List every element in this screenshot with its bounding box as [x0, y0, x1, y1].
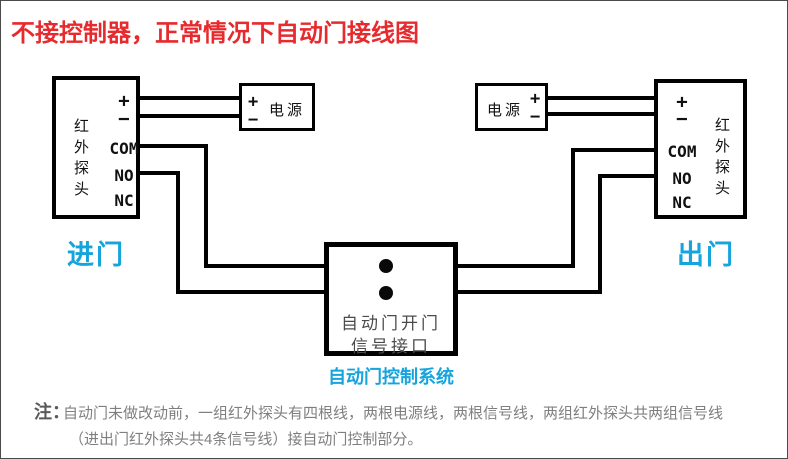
signal-terminal-dot-icon: [379, 259, 393, 273]
entry-terminal-minus: −: [118, 108, 130, 130]
wire-exit-no: [454, 174, 656, 294]
entry-door-label: 进门: [67, 240, 125, 270]
exit-power-box: 电源 + −: [475, 83, 548, 131]
note-line2: （进出门红外探头共4条信号线）接自动门控制部分。: [69, 431, 423, 448]
note-prefix: 注：: [34, 402, 70, 422]
entry-power-plus: +: [248, 92, 259, 112]
entry-sensor-label: 红外探头: [72, 118, 89, 202]
page-title: 不接控制器，正常情况下自动门接线图: [11, 20, 419, 47]
exit-door-label: 出门: [677, 240, 735, 270]
exit-sensor-label: 红外探头: [713, 117, 730, 201]
entry-power-box: + − 电源: [239, 83, 315, 131]
exit-power-label: 电源: [487, 102, 524, 119]
entry-power-label: 电源: [269, 102, 306, 119]
signal-terminal-dot-icon: [379, 286, 393, 300]
controller-box: 自动门开门 信号接口: [324, 242, 458, 356]
controller-line1: 自动门开门: [341, 314, 441, 333]
exit-terminal-minus: −: [676, 108, 688, 130]
exit-power-plus: +: [530, 89, 541, 109]
entry-terminal-no: NO: [114, 166, 134, 185]
exit-sensor-box: + − COM NO NC 红外探头: [654, 79, 747, 219]
entry-terminal-com: COM: [109, 139, 139, 158]
wire-exit-com: [454, 148, 656, 268]
entry-terminal-plus: +: [118, 90, 130, 112]
entry-sensor-box: 红外探头 + − COM NO NC: [52, 76, 140, 219]
note-line1: 自动门未做改动前，一组红外探头有四根线，两根电源线，两根信号线，两组红外探头共两…: [63, 405, 724, 422]
entry-terminal-nc: NC: [114, 191, 134, 210]
controller-line2: 信号接口: [351, 337, 431, 356]
exit-terminal-com: COM: [667, 142, 697, 161]
exit-terminal-no: NO: [672, 169, 692, 188]
wire-entry-com: [138, 144, 328, 268]
entry-power-minus: −: [248, 110, 259, 130]
exit-terminal-nc: NC: [672, 193, 692, 212]
wire-entry-no: [138, 171, 328, 294]
exit-terminal-plus: +: [676, 91, 688, 113]
controller-caption: 自动门控制系统: [328, 367, 454, 387]
exit-power-minus: −: [530, 107, 541, 127]
